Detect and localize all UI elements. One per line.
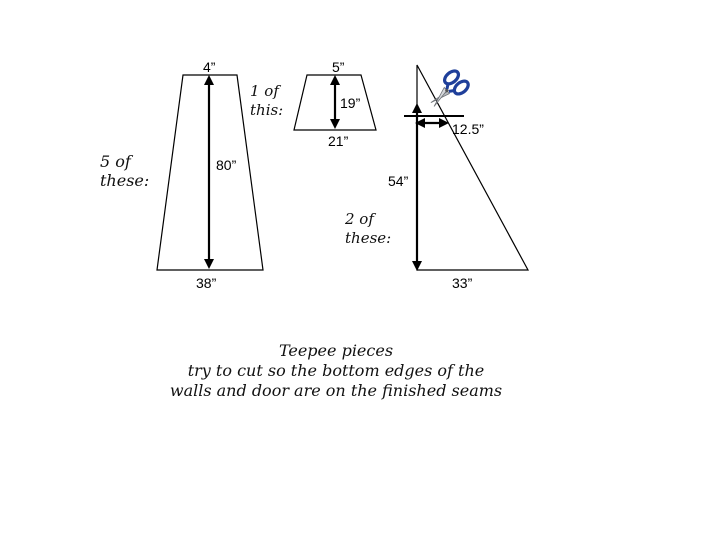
triangle-shape — [416, 64, 530, 271]
triangle-bottom-label: 33” — [452, 275, 473, 291]
door-top-label: 5” — [332, 59, 345, 75]
wall-count-note-1: 5 of — [100, 152, 134, 171]
triangle-piece: 12.5” 54” 33” 2 of these: — [344, 64, 530, 291]
wall-bottom-label: 38” — [196, 275, 217, 291]
scissors-icon — [430, 69, 470, 107]
wall-trapezoid — [156, 74, 264, 271]
wall-height-label: 80” — [216, 157, 237, 173]
triangle-height-label: 54” — [388, 173, 409, 189]
triangle-cut-width-label: 12.5” — [452, 121, 484, 137]
triangle-count-note-1: 2 of — [344, 210, 376, 228]
door-piece: 5” 19” 21” 1 of this: — [250, 59, 377, 149]
door-count-note-2: this: — [250, 101, 283, 119]
wall-piece: 4” 80” 38” 5 of these: — [100, 59, 264, 291]
wall-count-note-2: these: — [100, 171, 149, 190]
door-count-note-1: 1 of — [250, 82, 281, 100]
door-trapezoid — [293, 74, 377, 131]
triangle-count-note-2: these: — [345, 229, 391, 247]
wall-top-label: 4” — [203, 59, 216, 75]
door-bottom-label: 21” — [328, 133, 349, 149]
door-height-label: 19” — [340, 95, 361, 111]
caption-title: Teepee pieces — [279, 341, 393, 360]
caption-line-3: walls and door are on the finished seams — [170, 381, 502, 400]
caption: Teepee pieces try to cut so the bottom e… — [170, 341, 502, 400]
caption-line-2: try to cut so the bottom edges of the — [188, 361, 485, 380]
